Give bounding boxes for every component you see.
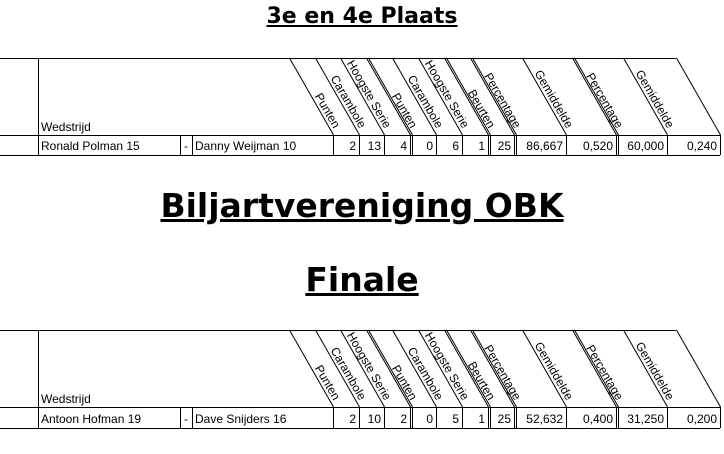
header-slant-line	[418, 329, 463, 408]
match-separator: -	[184, 412, 188, 426]
stat-value: 0,240	[687, 139, 717, 153]
player2-name: Dave Snijders 16	[195, 412, 287, 426]
header-slant-line	[392, 329, 437, 408]
stat-value: 31,250	[627, 412, 664, 426]
stat-value: 5	[452, 412, 459, 426]
header-slant-line	[366, 57, 411, 136]
header-slant-line	[289, 329, 334, 408]
header-slant-line	[368, 57, 413, 136]
stat-value: 0,520	[583, 139, 613, 153]
section-title-final: Finale	[305, 260, 419, 299]
header-slant-line	[392, 57, 437, 136]
header-slant-line	[472, 57, 517, 136]
column-header: Gemiddelde	[532, 67, 577, 130]
header-slant-line	[315, 57, 360, 136]
stat-value: 60,000	[627, 139, 664, 153]
match-column-header: Wedstrijd	[41, 120, 91, 134]
stat-value: 2	[349, 412, 356, 426]
header-slant-line	[446, 57, 491, 136]
column-header: Gemiddelde	[532, 339, 577, 402]
stat-value: 4	[400, 139, 407, 153]
header-slant-line	[623, 57, 668, 136]
stat-value: 0,400	[583, 412, 613, 426]
column-header: Gemiddelde	[633, 339, 678, 402]
header-slant-line	[472, 329, 517, 408]
header-slant-line	[289, 57, 334, 136]
stat-value: 25	[498, 139, 512, 153]
header-slant-line	[366, 329, 411, 408]
club-title: Biljartvereniging OBK	[160, 186, 564, 225]
header-slant-line	[522, 329, 567, 408]
stat-value: 1	[478, 139, 485, 153]
header-slant-line	[574, 57, 619, 136]
stat-value: 2	[349, 139, 356, 153]
match-separator: -	[184, 139, 188, 153]
header-slant-line	[340, 57, 385, 136]
header-slant-line	[368, 329, 413, 408]
stat-value: 13	[368, 139, 382, 153]
header-slant-line	[676, 57, 721, 136]
stat-value: 0	[426, 139, 433, 153]
stat-value: 25	[498, 412, 512, 426]
header-slant-line	[418, 57, 463, 136]
column-header: Percentage	[583, 342, 626, 402]
column-header: Gemiddelde	[633, 67, 678, 130]
header-slant-line	[623, 329, 668, 408]
header-slant-line	[676, 329, 721, 408]
stat-value: 52,632	[526, 412, 563, 426]
section-title-3rd-4th-place: 3e en 4e Plaats	[266, 4, 458, 29]
match-column-header: Wedstrijd	[41, 392, 91, 406]
header-slant-line	[340, 329, 385, 408]
header-slant-line	[522, 57, 567, 136]
stat-value: 1	[478, 412, 485, 426]
header-slant-line	[444, 57, 489, 136]
header-slant-line	[315, 329, 360, 408]
stat-value: 0,200	[687, 412, 717, 426]
stat-value: 6	[452, 139, 459, 153]
stat-value: 86,667	[526, 139, 563, 153]
player2-name: Danny Weijman 10	[195, 139, 296, 153]
header-slant-line	[470, 329, 515, 408]
stat-value: 10	[368, 412, 382, 426]
header-slant-line	[470, 57, 515, 136]
stat-value: 2	[400, 412, 407, 426]
header-slant-line	[574, 329, 619, 408]
header-slant-line	[572, 57, 617, 136]
player1-name: Antoon Hofman 19	[41, 412, 141, 426]
player1-name: Ronald Polman 15	[41, 139, 140, 153]
header-slant-line	[446, 329, 491, 408]
header-slant-line	[444, 329, 489, 408]
header-slant-line	[572, 329, 617, 408]
stat-value: 0	[426, 412, 433, 426]
column-header: Percentage	[583, 70, 626, 130]
